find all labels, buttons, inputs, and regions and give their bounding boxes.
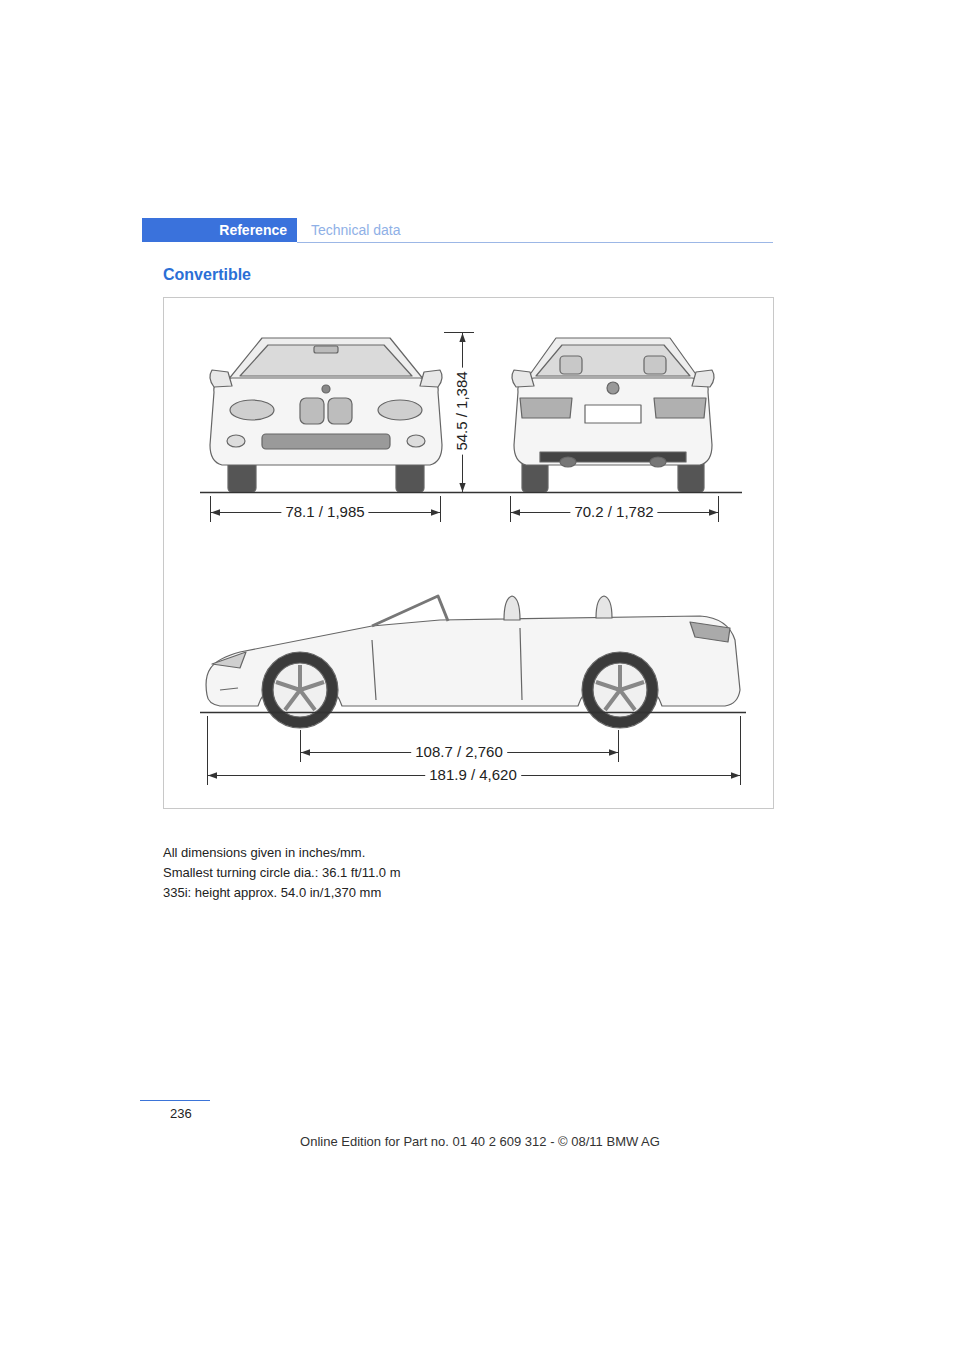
figure-frame <box>164 298 774 809</box>
page-number: 236 <box>170 1107 192 1122</box>
dimension-label: 70.2 / 1,782 <box>570 503 657 520</box>
dimension-label: 181.9 / 4,620 <box>425 766 521 783</box>
dimension-lines-part <box>440 496 441 522</box>
section-tab: Reference <box>142 218 297 242</box>
note-text: All dimensions given in inches/mm. <box>163 846 365 861</box>
rear-view-part <box>536 345 690 376</box>
side-view-part <box>372 596 448 626</box>
front-view-part <box>322 385 330 393</box>
front-view-part <box>240 345 412 376</box>
front-view-part <box>210 378 442 465</box>
side-view-part <box>273 663 327 717</box>
side-view-part <box>372 628 522 700</box>
front-view-part <box>328 398 352 424</box>
rear-view-part <box>560 457 576 467</box>
rear-view-part <box>514 378 712 465</box>
dimension-lines-part <box>200 712 746 714</box>
dimension-lines-part <box>444 332 474 333</box>
tab-label: Reference <box>219 222 287 238</box>
front-view-part <box>210 370 232 387</box>
header-section: Technical data <box>311 222 401 238</box>
dimension-label: 78.1 / 1,985 <box>281 503 368 520</box>
dimension-lines-part <box>300 730 301 762</box>
side-view <box>206 596 740 728</box>
rear-view-part <box>512 370 534 387</box>
front-view <box>210 338 442 492</box>
rear-view-part <box>654 398 706 418</box>
section-title: Convertible <box>163 266 251 284</box>
rear-view-part <box>607 382 619 394</box>
rear-view <box>512 338 714 492</box>
note-text: 335i: height approx. 54.0 in/1,370 mm <box>163 886 381 901</box>
side-view-part <box>690 622 730 642</box>
side-view-part <box>582 652 658 728</box>
side-view-part <box>220 688 238 690</box>
dimension-lines-part <box>718 496 719 522</box>
dimension-lines-part <box>207 716 208 785</box>
dimension-lines-part <box>200 492 742 494</box>
front-view-part <box>314 346 338 353</box>
front-view-part <box>378 400 422 420</box>
dimension-lines <box>200 333 746 786</box>
rear-view-part <box>692 370 714 387</box>
side-view-part <box>276 665 324 710</box>
side-view-part <box>596 596 612 618</box>
front-view-part <box>262 434 390 449</box>
rear-view-part <box>520 398 572 418</box>
dimension-lines-part <box>510 496 511 522</box>
front-view-part <box>407 435 425 447</box>
footer-text: Online Edition for Part no. 01 40 2 609 … <box>300 1135 660 1150</box>
side-view-part <box>596 665 644 710</box>
side-view-part <box>504 596 520 620</box>
front-view-part <box>230 400 274 420</box>
rear-view-part <box>560 356 582 374</box>
front-view-part <box>420 370 442 387</box>
dimension-label: 108.7 / 2,760 <box>411 743 507 760</box>
side-view-part <box>593 663 647 717</box>
rear-view-part <box>585 405 641 423</box>
note-text: Smallest turning circle dia.: 36.1 ft/11… <box>163 866 400 881</box>
dimension-lines-part <box>210 496 211 522</box>
header-rule-part <box>297 242 773 243</box>
dimension-label: 54.5 / 1,384 <box>453 367 470 454</box>
page-number-rule-part <box>140 1100 210 1101</box>
rear-view-part <box>644 356 666 374</box>
dimension-lines-part <box>618 730 619 762</box>
rear-view-part <box>650 457 666 467</box>
front-view-part <box>300 398 324 424</box>
header-rule <box>297 242 773 243</box>
dimension-lines-part <box>740 716 741 785</box>
side-view-part <box>262 652 338 728</box>
side-view-part <box>212 652 246 668</box>
figure-frame-part <box>164 298 774 809</box>
rear-view-part <box>526 338 700 380</box>
front-view-part <box>227 435 245 447</box>
page-number-rule <box>140 1100 210 1101</box>
front-view-part <box>228 338 424 380</box>
